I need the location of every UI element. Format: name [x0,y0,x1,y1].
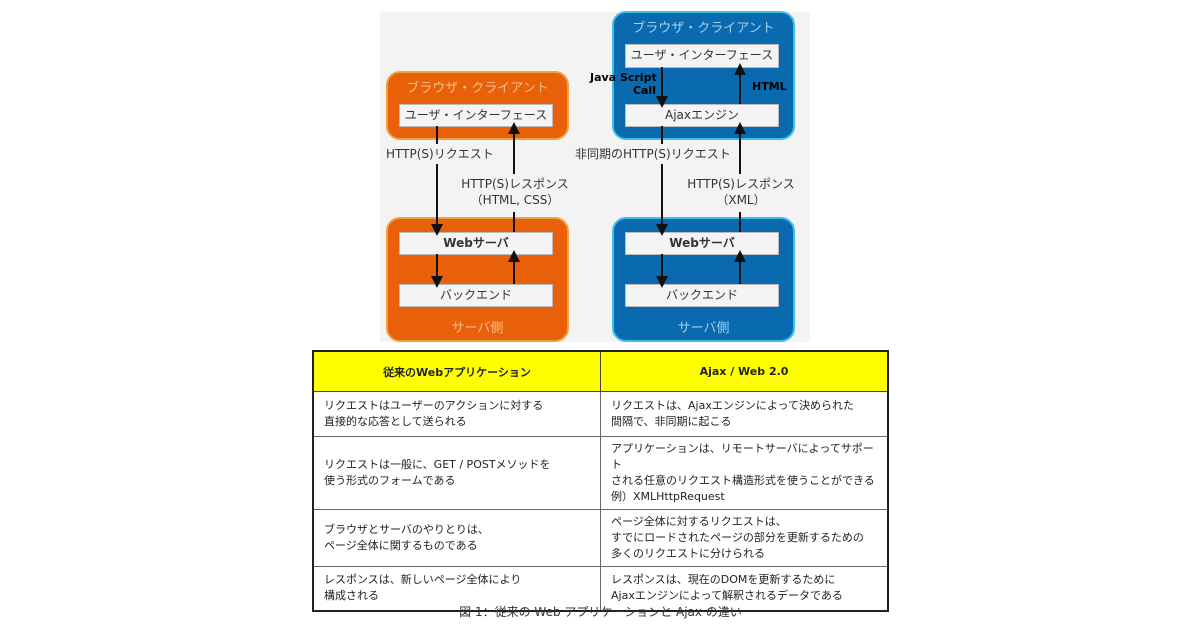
cell-line: リクエストはユーザーのアクションに対する [324,399,544,412]
traditional-cell: リクエストはユーザーのアクションに対する直接的な応答として送られる [312,391,601,437]
traditional-cell: レスポンスは、新しいページ全体により構成される [312,566,601,611]
cell-line: される任意のリクエスト構造形式を使うことができる [611,474,875,487]
cell-line: ページ全体に対するリクエストは、 [611,515,787,528]
cell-line: ページ全体に関するものである [324,539,478,552]
left-response-line2: （HTML, CSS） [470,193,560,207]
traditional-cell: ブラウザとサーバのやりとりは、ページ全体に関するものである [312,509,601,567]
header-traditional: 従来のWebアプリケーション [312,350,601,392]
right-server-title: サーバ側 [677,321,730,336]
cell-line: 間隔で、非同期に起こる [611,415,732,428]
cell-line: レスポンスは、現在のDOMを更新するために [611,573,836,587]
cell-line: 例）XMLHttpRequest [611,490,725,503]
left-web-server-box: Webサーバ [399,232,553,255]
cell-line: リクエストは一般に、GET / POSTメソッドを [324,458,551,471]
ajax-engine-box: Ajaxエンジン [625,104,779,127]
cell-line: 多くのリクエストに分けられる [611,547,765,560]
cell-line: アプリケーションは、リモートサーバによってサポート [611,442,874,471]
left-ui-box: ユーザ・インターフェース [399,104,553,127]
html-label: HTML [752,80,787,93]
js-call-line2: Call [632,84,656,97]
left-backend-box: バックエンド [399,284,553,307]
table-row: リクエストは一般に、GET / POSTメソッドを使う形式のフォームであるアプリ… [312,436,889,510]
cell-line: すでにロードされたページの部分を更新するための [611,531,864,544]
cell-line: 使う形式のフォームである [324,474,456,487]
header-ajax: Ajax / Web 2.0 [600,350,889,392]
table-row: ブラウザとサーバのやりとりは、ページ全体に関するものであるページ全体に対するリク… [312,509,889,567]
comparison-table: 従来のWebアプリケーション Ajax / Web 2.0 リクエストはユーザー… [312,350,889,612]
cell-line: リクエストは、Ajaxエンジンによって決められた [611,399,854,412]
right-ui-box: ユーザ・インターフェース [625,44,779,68]
ajax-cell: アプリケーションは、リモートサーバによってサポートされる任意のリクエスト構造形式… [600,436,889,510]
ajax-cell: リクエストは、Ajaxエンジンによって決められた間隔で、非同期に起こる [600,391,889,437]
ajax-cell: ページ全体に対するリクエストは、すでにロードされたページの部分を更新するための多… [600,509,889,567]
right-response-line2: （XML） [716,193,766,207]
cell-line: レスポンスは、新しいページ全体により [324,573,522,587]
left-response-label: HTTP(S)レスポンス （HTML, CSS） [460,176,570,208]
js-call-line1: Java Script [590,71,657,84]
right-client-title: ブラウザ・クライアント [632,21,775,36]
ajax-cell: レスポンスは、現在のDOMを更新するために Ajaxエンジンによって解釈されるデー… [600,566,889,611]
cell-line: 直接的な応答として送られる [324,415,467,428]
right-web-server-box: Webサーバ [625,232,779,255]
table-row: リクエストはユーザーのアクションに対する直接的な応答として送られるリクエストは、… [312,391,889,437]
figure-caption: 図 1：従来の Web アプリケーションと Ajax の違い [459,605,742,619]
left-response-line1: HTTP(S)レスポンス [461,177,569,191]
left-request-label: HTTP(S)リクエスト [386,146,494,162]
right-response-line1: HTTP(S)レスポンス [687,177,795,191]
table-row: レスポンスは、新しいページ全体により構成されるレスポンスは、現在のDOMを更新す… [312,566,889,611]
cell-line: ブラウザとサーバのやりとりは、 [324,523,489,536]
cell-line: 構成される [324,589,379,603]
cell-line: Ajaxエンジンによって解釈されるデータである [611,589,843,603]
right-backend-box: バックエンド [625,284,779,307]
right-request-label: 非同期のHTTP(S)リクエスト [575,146,731,162]
right-response-label: HTTP(S)レスポンス （XML） [686,176,796,208]
traditional-cell: リクエストは一般に、GET / POSTメソッドを使う形式のフォームである [312,436,601,510]
left-server-title: サーバ側 [451,321,504,336]
js-call-label: Java Script Call [590,71,657,97]
left-client-title: ブラウザ・クライアント [406,81,549,96]
